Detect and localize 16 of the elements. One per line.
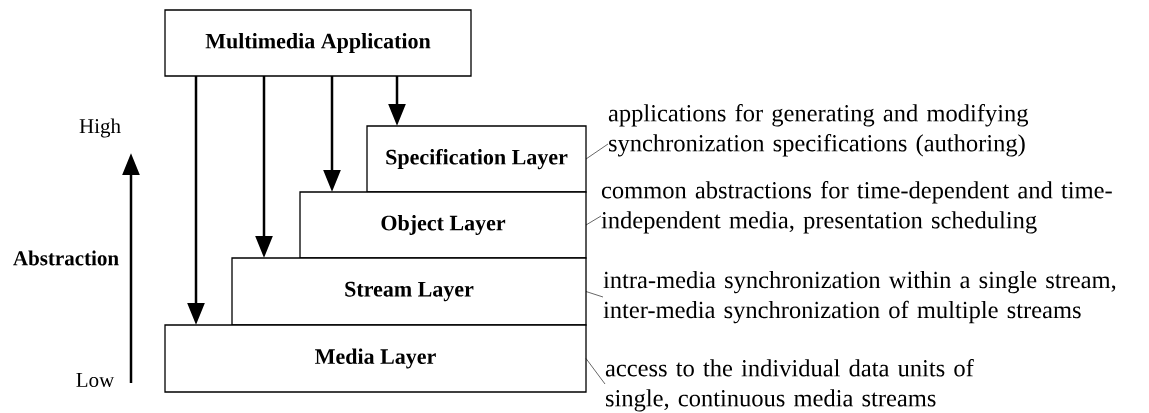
- description-text: common abstractions for time-dependent and time-independent media, presentation scheduling: [601, 181, 1112, 234]
- axis-title: Abstraction: [13, 250, 119, 266]
- application-box: Multimedia Application: [164, 9, 472, 77]
- description-text: applications for generating and modifying synchronization specifications (authoring): [608, 104, 1029, 157]
- scale-label: High: [79, 118, 121, 138]
- layer-box: Media Layer: [164, 324, 587, 393]
- scale-label: Low: [76, 373, 115, 387]
- leader-line: [585, 358, 606, 385]
- leader-line: [585, 215, 602, 226]
- leader-line: [585, 143, 609, 160]
- description-text: intra-media synchronization within a single stream, inter-media synchronization of multiple streams: [603, 271, 1116, 324]
- leader-line: [585, 291, 604, 298]
- description-text: access to the individual data units of single, continuous media streams: [605, 359, 974, 412]
- layer-box: Specification Layer: [366, 125, 587, 193]
- layer-box: Stream Layer: [231, 257, 587, 326]
- layer-box: Object Layer: [299, 191, 587, 259]
